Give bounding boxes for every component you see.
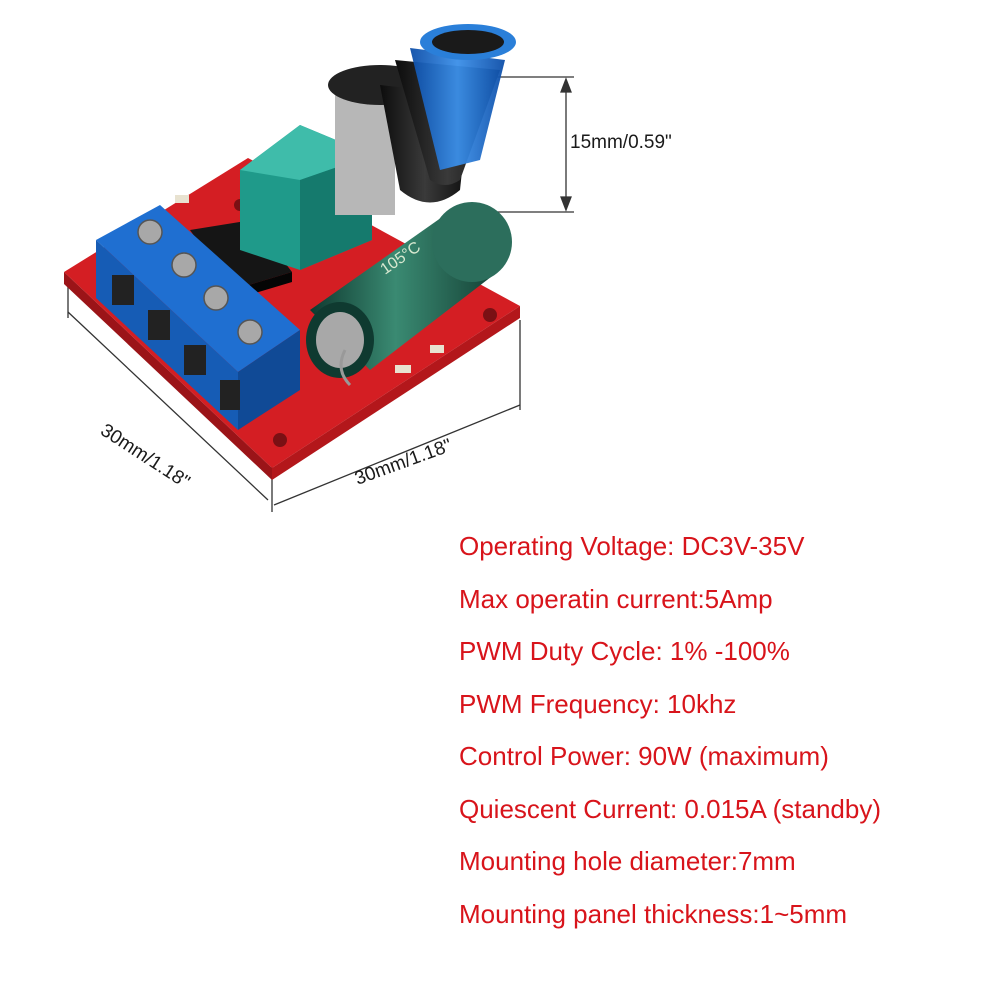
spec-control-power: Control Power: 90W (maximum) [459, 741, 829, 771]
spec-duty-cycle: PWM Duty Cycle: 1% -100% [459, 636, 790, 666]
terminal-block [96, 205, 300, 430]
spec-operating-voltage: Operating Voltage: DC3V-35V [459, 531, 805, 561]
spec-hole-diameter: Mounting hole diameter:7mm [459, 846, 796, 876]
spec-list: Operating Voltage: DC3V-35V Max operatin… [459, 520, 881, 940]
spec-frequency: PWM Frequency: 10khz [459, 688, 737, 719]
spec-quiescent-current: Quiescent Current: 0.015A (standby) [459, 793, 882, 824]
spec-max-current: Max operatin current:5Amp [459, 583, 773, 614]
knob [328, 24, 516, 203]
dimension-height-label: 15mm/0.59" [570, 132, 672, 153]
spec-panel-thickness: Mounting panel thickness:1~5mm [459, 898, 848, 929]
potentiometer [240, 95, 395, 270]
